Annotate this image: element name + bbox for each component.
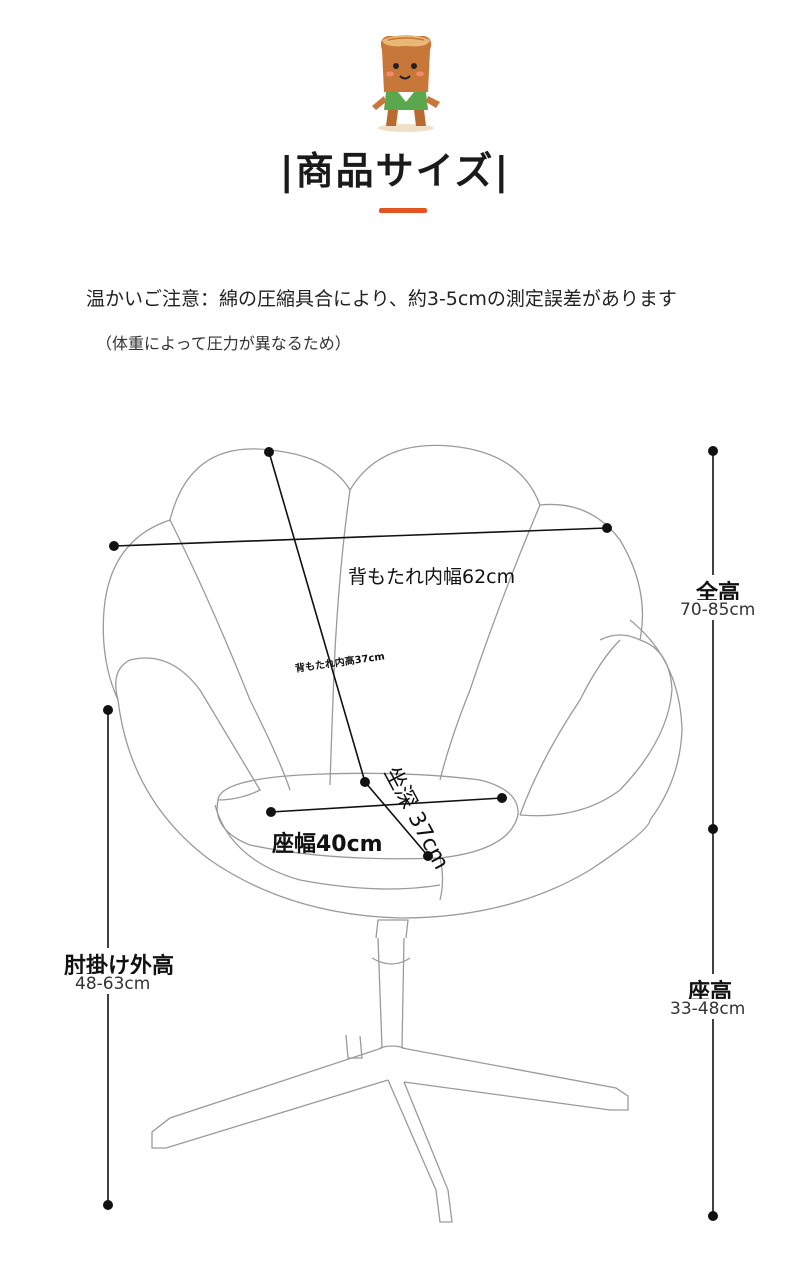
- chair-outline: [102, 444, 683, 1223]
- seat-height-value: 33-48cm: [670, 999, 746, 1019]
- measurement-notice: 温かいご注意：綿の圧縮具合により、約3-5cmの測定誤差があります: [86, 288, 677, 310]
- title-underline: [379, 208, 427, 213]
- backrest-height-line: [268, 451, 366, 783]
- backrest-width-line: [113, 527, 608, 547]
- seat-depth-line: [364, 781, 429, 857]
- seat-width-line: [270, 797, 503, 813]
- measurement-notice-sub: （体重によって圧力が異なるため）: [96, 334, 351, 353]
- measurement-dots: [103, 446, 718, 1221]
- armrest-height-value: 48-63cm: [75, 974, 151, 994]
- seat-width-label: 座幅40cm: [272, 832, 383, 857]
- tree-stump-mascot-icon: [372, 35, 440, 132]
- total-height-value: 70-85cm: [680, 600, 756, 620]
- backrest-width-label: 背もたれ内幅62cm: [348, 566, 516, 588]
- page-title: |商品サイズ|: [279, 149, 511, 193]
